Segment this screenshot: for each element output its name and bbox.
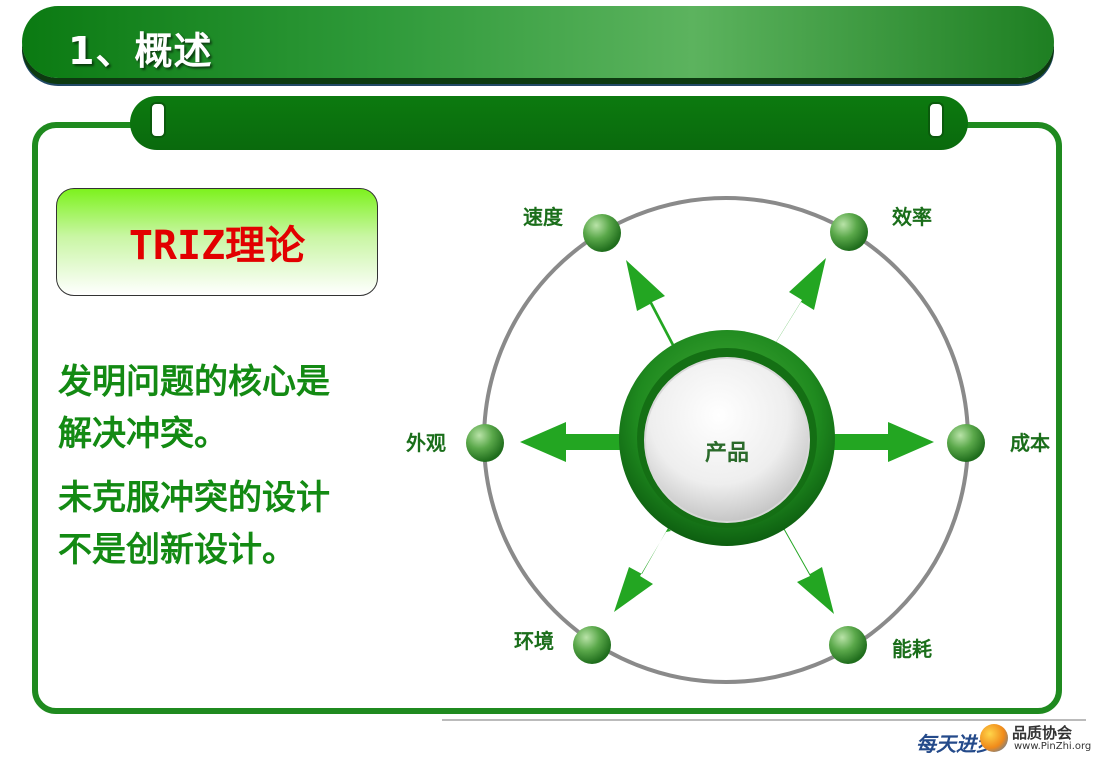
watermark-site: www.PinZhi.org [1014,741,1092,752]
arrows [520,258,934,614]
paragraph1-line1: 发明问题的核心是 [58,362,330,402]
tab-slot-right [928,102,944,138]
arrow-up-right [772,258,826,344]
paragraph2-line2: 不是创新设计。 [58,530,296,570]
center-label: 产品 [705,440,749,466]
node-efficiency [830,213,868,251]
arrow-up-left [626,260,679,346]
node-appearance [466,424,504,462]
arrow-right [834,422,934,462]
node-energy [829,626,867,664]
center-disc [644,357,810,523]
arrow-left [520,422,620,462]
label-efficiency: 效率 [892,205,932,229]
node-cost [947,424,985,462]
triz-label: TRIZ理论 [128,223,306,269]
label-environment: 环境 [514,629,554,653]
title-bar: 1、概述 [22,6,1054,78]
frame-top-tab [130,96,968,150]
label-speed: 速度 [523,205,564,229]
paragraph1-line2: 解决冲突。 [58,414,228,454]
triz-theory-box: TRIZ理论 [56,188,378,296]
footer-divider [442,719,1086,721]
label-energy: 能耗 [892,637,932,661]
paragraph2-line1: 未克服冲突的设计 [58,478,330,518]
watermark: 每天进步 品质协会 www.PinZhi.org [916,722,1092,756]
slide-title: 1、概述 [68,29,213,73]
node-speed [583,214,621,252]
arrow-down-left [614,528,671,612]
watermark-org: 品质协会 [1012,724,1073,742]
arrow-down-right [779,528,834,614]
node-environment [573,626,611,664]
tab-slot-left [150,102,166,138]
label-cost: 成本 [1010,431,1050,455]
description-paragraph-2: 未克服冲突的设计 不是创新设计。 [58,472,398,576]
watermark-logo-icon [980,724,1008,752]
description-paragraph-1: 发明问题的核心是 解决冲突。 [58,356,398,460]
label-appearance: 外观 [406,431,446,455]
